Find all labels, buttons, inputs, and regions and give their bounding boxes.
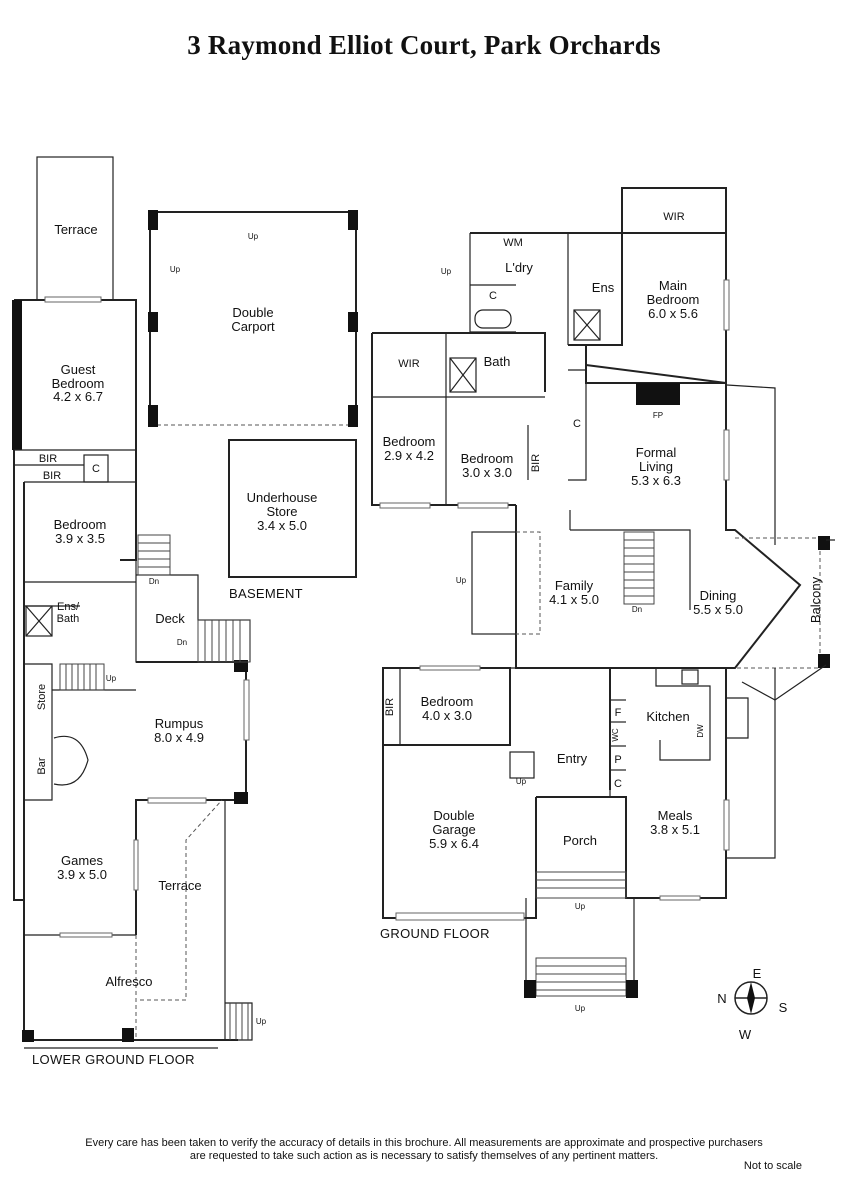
bedroom-lg-dim: 3.9 x 3.5 <box>55 531 105 546</box>
carport-basement <box>148 210 358 578</box>
formal-living-label-2: Living <box>639 459 673 474</box>
compass-w: W <box>739 1027 752 1042</box>
bath-label: Bath <box>484 354 511 369</box>
cupboard-hall-label: C <box>573 418 581 430</box>
stair-dn-label: Dn <box>177 638 187 647</box>
bir-b-label: BIR <box>530 454 542 472</box>
dining-label: Dining <box>700 588 737 603</box>
carport-label-2: Carport <box>231 319 275 334</box>
main-bedroom-label-2: Bedroom <box>647 292 700 307</box>
stair-up-label: Up <box>248 232 259 241</box>
plan-title: 3 Raymond Elliot Court, Park Orchards <box>187 30 661 60</box>
kitchen-meals-walls <box>609 667 727 899</box>
games-dim: 3.9 x 5.0 <box>57 867 107 882</box>
bedroom-b-dim: 3.0 x 3.0 <box>462 465 512 480</box>
stair-up-label: Up <box>170 265 181 274</box>
cupboard-k-label: C <box>614 778 622 790</box>
pantry-label: P <box>614 754 621 766</box>
wm-label: WM <box>503 237 523 249</box>
family-label: Family <box>555 578 594 593</box>
ens-label: Ens <box>592 280 615 295</box>
wc-label: WC <box>611 728 620 742</box>
dining-dim: 5.5 x 5.0 <box>693 602 743 617</box>
disclaimer: Every care has been taken to verify the … <box>0 1137 848 1163</box>
family-dim: 4.1 x 5.0 <box>549 592 599 607</box>
formal-living-label: Formal <box>636 445 677 460</box>
bedroom-a-dim: 2.9 x 4.2 <box>384 448 434 463</box>
bir-c-label: BIR <box>384 698 396 716</box>
cupboard-ldry-label: C <box>489 290 497 302</box>
deck-label: Deck <box>155 611 185 626</box>
stair-dn-label: Dn <box>149 577 159 586</box>
bar-label: Bar <box>36 757 48 774</box>
disclaimer-line-1: Every care has been taken to verify the … <box>85 1137 763 1149</box>
games-label: Games <box>61 853 103 868</box>
bedroom-lg-label: Bedroom <box>54 517 107 532</box>
kitchen-label: Kitchen <box>646 709 689 724</box>
guest-bedroom-dim: 4.2 x 6.7 <box>53 389 103 404</box>
stair-dn-label: Dn <box>632 605 642 614</box>
lower-ground-floor-label: LOWER GROUND FLOOR <box>32 1052 195 1067</box>
not-to-scale-note: Not to scale <box>743 1160 802 1172</box>
store-label: Store <box>36 684 48 710</box>
stair-up-label: Up <box>256 1017 267 1026</box>
laundry-label: L'dry <box>505 260 533 275</box>
rumpus-label: Rumpus <box>155 716 204 731</box>
bedroom-c-label: Bedroom <box>421 694 474 709</box>
bedroom-b-label: Bedroom <box>461 451 514 466</box>
porch-label: Porch <box>563 833 597 848</box>
main-bedroom-label: Main <box>659 278 687 293</box>
ens-bath-label-2: Bath <box>57 613 80 625</box>
bedroom-a-label: Bedroom <box>383 434 436 449</box>
bir-label-1: BIR <box>39 453 57 465</box>
underhouse-store-outline <box>228 439 357 578</box>
underhouse-label: Underhouse <box>247 490 318 505</box>
garage-label: Double <box>433 808 474 823</box>
alfresco-label: Alfresco <box>106 974 153 989</box>
wir-main-label: WIR <box>663 211 684 223</box>
garage-dim: 5.9 x 6.4 <box>429 836 479 851</box>
guest-bedroom-label-2: Bedroom <box>52 376 105 391</box>
fireplace-label: FP <box>653 411 663 420</box>
compass-s: S <box>779 1000 788 1015</box>
terrace-lg-label: Terrace <box>158 878 201 893</box>
main-bedroom-dim: 6.0 x 5.6 <box>648 306 698 321</box>
stair-labels: Up Up Up Dn Dn Up Up Up Dn Up Up Up <box>106 232 642 1026</box>
balcony-label: Balcony <box>808 576 823 623</box>
underhouse-label-2: Store <box>266 504 297 519</box>
room-labels: Terrace Guest Bedroom 4.2 x 6.7 BIR BIR … <box>36 211 823 989</box>
stair-up-label: Up <box>456 576 467 585</box>
compass-e: E <box>753 966 762 981</box>
fridge-label: F <box>615 707 622 719</box>
compass-n: N <box>717 991 726 1006</box>
entry-label: Entry <box>557 751 588 766</box>
stair-up-label: Up <box>575 902 586 911</box>
bedroom-c-dim: 4.0 x 3.0 <box>422 708 472 723</box>
bir-label-2: BIR <box>43 470 61 482</box>
ens-bath-label: Ens/ <box>57 601 80 613</box>
ground-floor <box>371 187 835 998</box>
guest-bedroom-label: Guest <box>61 362 96 377</box>
cupboard-label-lg: C <box>92 463 100 475</box>
dishwasher-label: DW <box>696 724 705 738</box>
stair-up-label: Up <box>441 267 452 276</box>
lower-ground-floor <box>12 156 253 1042</box>
stair-up-label: Up <box>575 1004 586 1013</box>
meals-label: Meals <box>658 808 693 823</box>
meals-dim: 3.8 x 5.1 <box>650 822 700 837</box>
wir-bed-label: WIR <box>398 358 419 370</box>
underhouse-dim: 3.4 x 5.0 <box>257 518 307 533</box>
rumpus-dim: 8.0 x 4.9 <box>154 730 204 745</box>
carport-label: Double <box>232 305 273 320</box>
disclaimer-line-2: are requested to take such action as is … <box>189 1150 659 1162</box>
stair-up-label: Up <box>106 674 117 683</box>
stair-up-label: Up <box>516 777 527 786</box>
compass-icon: E N S W <box>717 966 787 1042</box>
garage-label-2: Garage <box>432 822 475 837</box>
ground-floor-label: GROUND FLOOR <box>380 926 490 941</box>
basement-label: BASEMENT <box>229 586 303 601</box>
formal-living-dim: 5.3 x 6.3 <box>631 473 681 488</box>
terrace-top-label: Terrace <box>54 222 97 237</box>
